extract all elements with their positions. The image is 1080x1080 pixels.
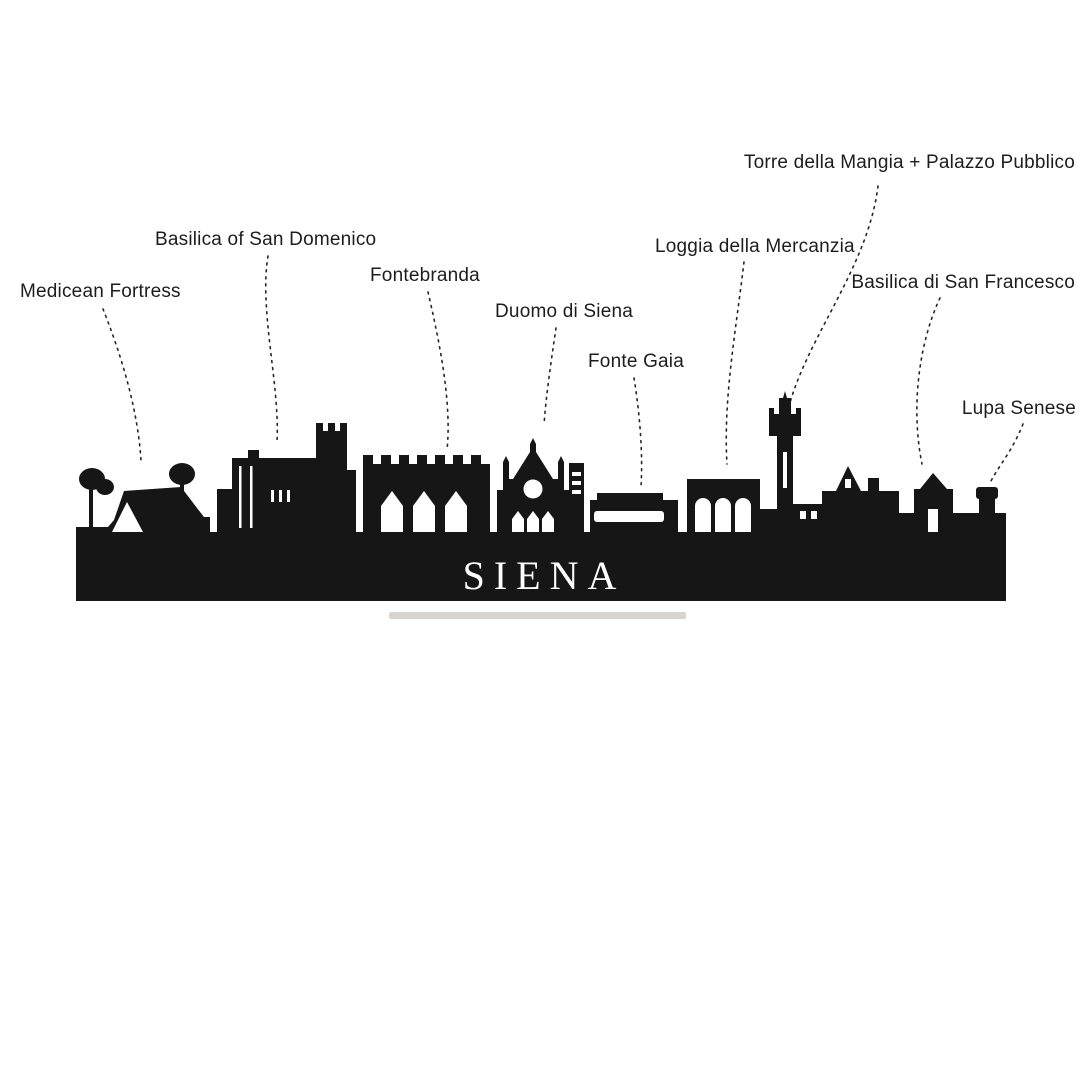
wolf-statue-icon — [976, 487, 998, 499]
fontebranda-arch-cutout — [445, 491, 467, 532]
label-torre-della-mangia-palazzo-pubblico: Torre della Mangia + Palazzo Pubblico — [743, 152, 1075, 173]
duomo-door-cutout — [542, 511, 554, 532]
basilica-window-cutout — [845, 479, 851, 488]
statue-column — [979, 498, 995, 514]
label-lupa-senese: Lupa Senese — [961, 398, 1076, 419]
leader-line-fonte-gaia — [633, 377, 643, 487]
leader-line-fontebranda — [427, 291, 449, 451]
window-slit-cutout — [239, 466, 242, 528]
skyline-outline — [76, 391, 1006, 601]
rose-window-cutout — [523, 479, 543, 499]
lupa-senese-statue — [976, 487, 998, 514]
label-basilica-di-san-francesco: Basilica di San Francesco — [851, 272, 1075, 293]
duomo-door-cutout — [512, 511, 524, 532]
duomo-door-cutout — [527, 511, 539, 532]
tree-icon — [169, 463, 195, 485]
leader-lines — [102, 185, 1024, 487]
leader-line-basilica-di-san-francesco — [916, 297, 941, 465]
fontebranda-arch-cutout — [381, 491, 403, 532]
label-medicean-fortress: Medicean Fortress — [20, 281, 181, 302]
window-slit-cutout — [279, 490, 282, 502]
campanile-window-cutout — [572, 472, 581, 476]
tower-slit-cutout — [783, 452, 787, 488]
leader-line-torre-della-mangia — [787, 185, 879, 411]
label-loggia-della-mercanzia: Loggia della Mercanzia — [655, 236, 855, 257]
campanile-window-cutout — [572, 490, 581, 494]
city-name-text: SIENA — [463, 553, 626, 598]
leader-line-medicean-fortress — [102, 308, 142, 462]
leader-line-basilica-of-san-domenico — [265, 255, 279, 442]
label-basilica-of-san-domenico: Basilica of San Domenico — [155, 229, 377, 250]
leader-line-loggia-della-mercanzia — [725, 261, 745, 465]
palazzo-window-cutout — [811, 511, 817, 519]
skyline-silhouette: SIENA — [76, 391, 1006, 601]
window-slit-cutout — [250, 466, 253, 528]
palazzo-window-cutout — [800, 511, 806, 519]
window-slit-cutout — [287, 490, 290, 502]
leader-line-lupa-senese — [989, 423, 1024, 484]
fortress-gate-cutout — [112, 502, 143, 532]
house-door-cutout — [928, 509, 938, 532]
skyline-cutouts — [112, 452, 938, 532]
tree-icons — [79, 463, 195, 528]
tree-trunk-icon — [89, 484, 93, 528]
window-slit-cutout — [271, 490, 274, 502]
loggia-arch-cutout — [695, 498, 711, 532]
loggia-arch-cutout — [715, 498, 731, 532]
loggia-arch-cutout — [735, 498, 751, 532]
label-duomo-di-siena: Duomo di Siena — [495, 301, 633, 322]
campanile-window-cutout — [572, 481, 581, 485]
fontebranda-arch-cutout — [413, 491, 435, 532]
fonte-gaia-basin-cutout — [594, 511, 664, 522]
tree-trunk-icon — [180, 480, 184, 492]
leader-line-duomo-di-siena — [543, 327, 557, 426]
display-stand — [389, 612, 686, 619]
tree-icon — [96, 479, 114, 495]
label-fonte-gaia: Fonte Gaia — [588, 351, 684, 372]
label-fontebranda: Fontebranda — [370, 265, 480, 286]
